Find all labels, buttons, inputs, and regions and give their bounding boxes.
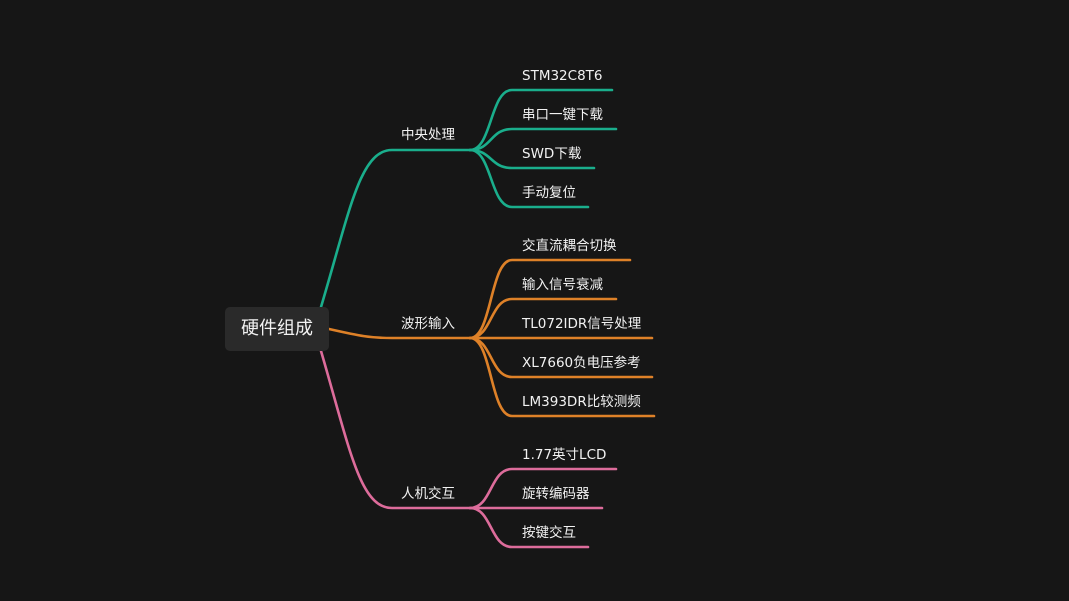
- leaf-node-0-0[interactable]: STM32C8T6: [522, 68, 603, 84]
- leaf-node-2-0[interactable]: 1.77英寸LCD: [522, 447, 607, 463]
- branch-0-child-connector-0: [468, 88, 614, 152]
- leaf-node-2-2[interactable]: 按键交互: [522, 525, 576, 541]
- leaf-node-1-1[interactable]: 输入信号衰减: [522, 277, 603, 293]
- leaf-node-0-2[interactable]: SWD下载: [522, 146, 582, 162]
- branch-1-child-connector-0: [468, 258, 632, 340]
- branch-connector-1: [327, 327, 472, 340]
- leaf-node-1-2[interactable]: TL072IDR信号处理: [522, 316, 642, 332]
- leaf-node-1-3[interactable]: XL7660负电压参考: [522, 355, 641, 371]
- branch-1-child-connector-4: [468, 336, 656, 418]
- root-node[interactable]: 硬件组成: [225, 307, 329, 351]
- branch-2-child-connector-0: [468, 467, 618, 510]
- leaf-node-2-1[interactable]: 旋转编码器: [522, 486, 590, 502]
- branch-connector-2: [319, 349, 472, 510]
- branch-0-child-connector-1: [468, 127, 618, 152]
- branch-connector-0: [319, 148, 472, 309]
- leaf-node-0-1[interactable]: 串口一键下载: [522, 107, 603, 123]
- branch-node-2[interactable]: 人机交互: [401, 486, 455, 502]
- branch-2-child-connector-2: [468, 506, 590, 549]
- leaf-node-1-0[interactable]: 交直流耦合切换: [522, 238, 617, 254]
- branch-1-child-connector-1: [468, 297, 618, 340]
- branch-node-0[interactable]: 中央处理: [401, 127, 455, 143]
- branch-node-1[interactable]: 波形输入: [401, 316, 455, 332]
- branch-0-child-connector-3: [468, 148, 590, 209]
- leaf-node-0-3[interactable]: 手动复位: [522, 185, 576, 201]
- leaf-node-1-4[interactable]: LM393DR比较测频: [522, 394, 641, 410]
